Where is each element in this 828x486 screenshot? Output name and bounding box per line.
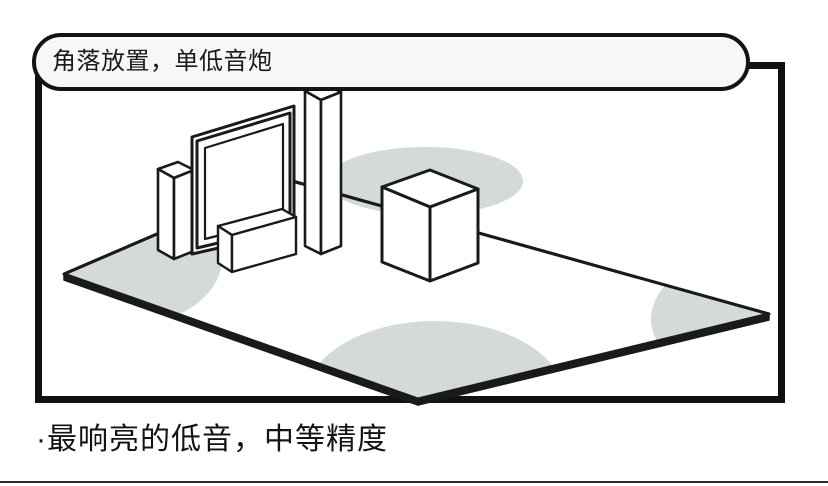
title-pill: 角落放置，单低音炮 — [32, 33, 750, 91]
back-wall-right — [284, 177, 770, 316]
room-layout-diagram — [62, 82, 771, 406]
subwoofer — [380, 168, 480, 283]
page-title: 角落放置，单低音炮 — [52, 48, 273, 75]
caption: ·最响亮的低音，中等精度 — [36, 412, 736, 460]
bass-zone-front-corner — [305, 321, 565, 399]
bass-zone-right-corner — [651, 251, 769, 387]
caption-text: ·最响亮的低音，中等精度 — [36, 423, 388, 456]
right-tower-speaker — [303, 82, 343, 256]
center-speaker — [216, 207, 298, 274]
left-tower-speaker — [156, 160, 196, 261]
bottom-divider — [0, 481, 828, 483]
illustration-panel — [35, 62, 785, 406]
